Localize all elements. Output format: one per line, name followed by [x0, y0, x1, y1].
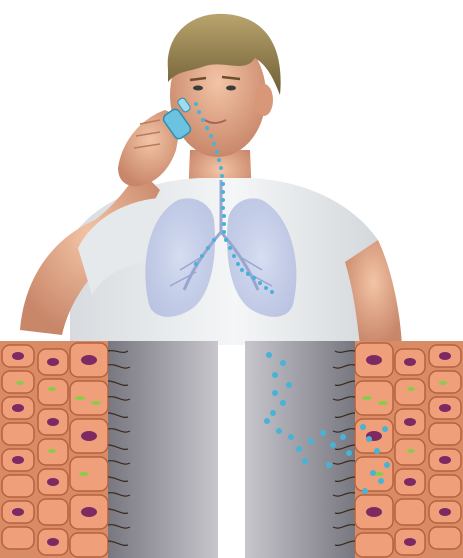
ear: [255, 84, 273, 116]
airway-epithelium-before: [0, 341, 218, 558]
airway-epithelium-after: [245, 341, 463, 558]
